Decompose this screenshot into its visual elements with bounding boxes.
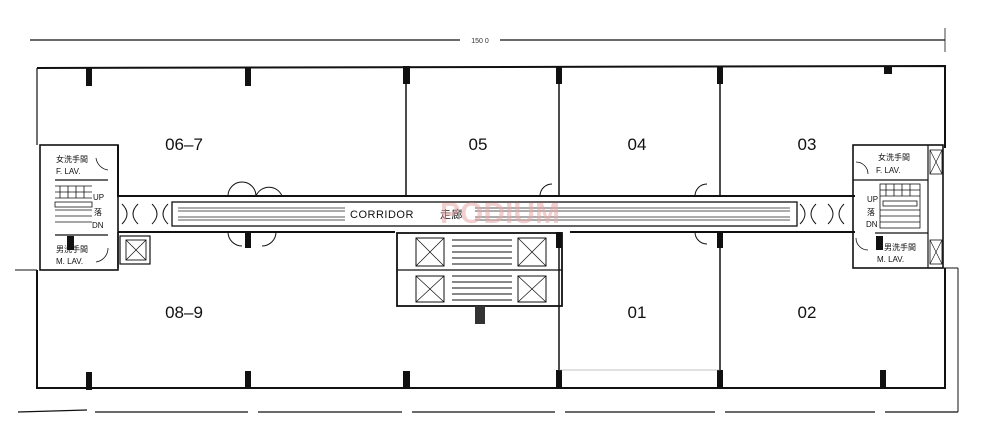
right-stair-cn: 落 xyxy=(867,207,875,217)
unit-04[interactable]: 04 xyxy=(628,135,647,154)
lift-icon xyxy=(517,275,547,303)
unit-02[interactable]: 02 xyxy=(798,303,817,322)
lift-icon xyxy=(125,239,147,261)
dimension-label: 150 0 xyxy=(471,38,489,45)
right-core xyxy=(852,144,944,269)
corridor: CORRIDOR 走廊 xyxy=(171,201,798,227)
left-f-lav-cn: 女洗手間 xyxy=(56,154,88,164)
unit-08-9[interactable]: 08–9 xyxy=(165,303,203,322)
left-m-lav-cn: 男洗手間 xyxy=(56,244,88,254)
corridor-doors xyxy=(121,181,845,247)
unit-01[interactable]: 01 xyxy=(628,303,647,322)
left-core xyxy=(39,144,151,271)
stair-icon xyxy=(879,183,921,229)
lift-icon xyxy=(517,237,547,267)
unit-06-7[interactable]: 06–7 xyxy=(165,135,203,154)
corridor-label: CORRIDOR xyxy=(350,209,414,221)
stair-icon xyxy=(54,185,93,223)
left-stair-cn: 落 xyxy=(94,207,102,217)
overall-dimension: 150 0 xyxy=(30,28,946,52)
lift-icon xyxy=(415,237,445,267)
right-dn-label: DN xyxy=(866,220,878,229)
escalator-stairs xyxy=(452,239,512,301)
right-up-label: UP xyxy=(867,195,878,204)
building-outline xyxy=(15,64,959,413)
right-m-lav-cn: 男洗手間 xyxy=(884,242,916,252)
corridor-label-cn: 走廊 xyxy=(440,207,463,221)
central-core xyxy=(396,232,563,324)
left-f-lav-label: F. LAV. xyxy=(56,167,80,176)
left-dn-label: DN xyxy=(92,221,104,230)
right-m-lav-label: M. LAV. xyxy=(877,255,904,264)
left-m-lav-label: M. LAV. xyxy=(56,257,83,266)
unit-03[interactable]: 03 xyxy=(798,135,817,154)
watermark: PODIUM xyxy=(440,197,560,230)
left-up-label: UP xyxy=(93,193,104,202)
right-f-lav-label: F. LAV. xyxy=(876,166,900,175)
lift-icon xyxy=(415,275,445,303)
unit-05[interactable]: 05 xyxy=(469,135,488,154)
right-f-lav-cn: 女洗手間 xyxy=(878,152,910,162)
